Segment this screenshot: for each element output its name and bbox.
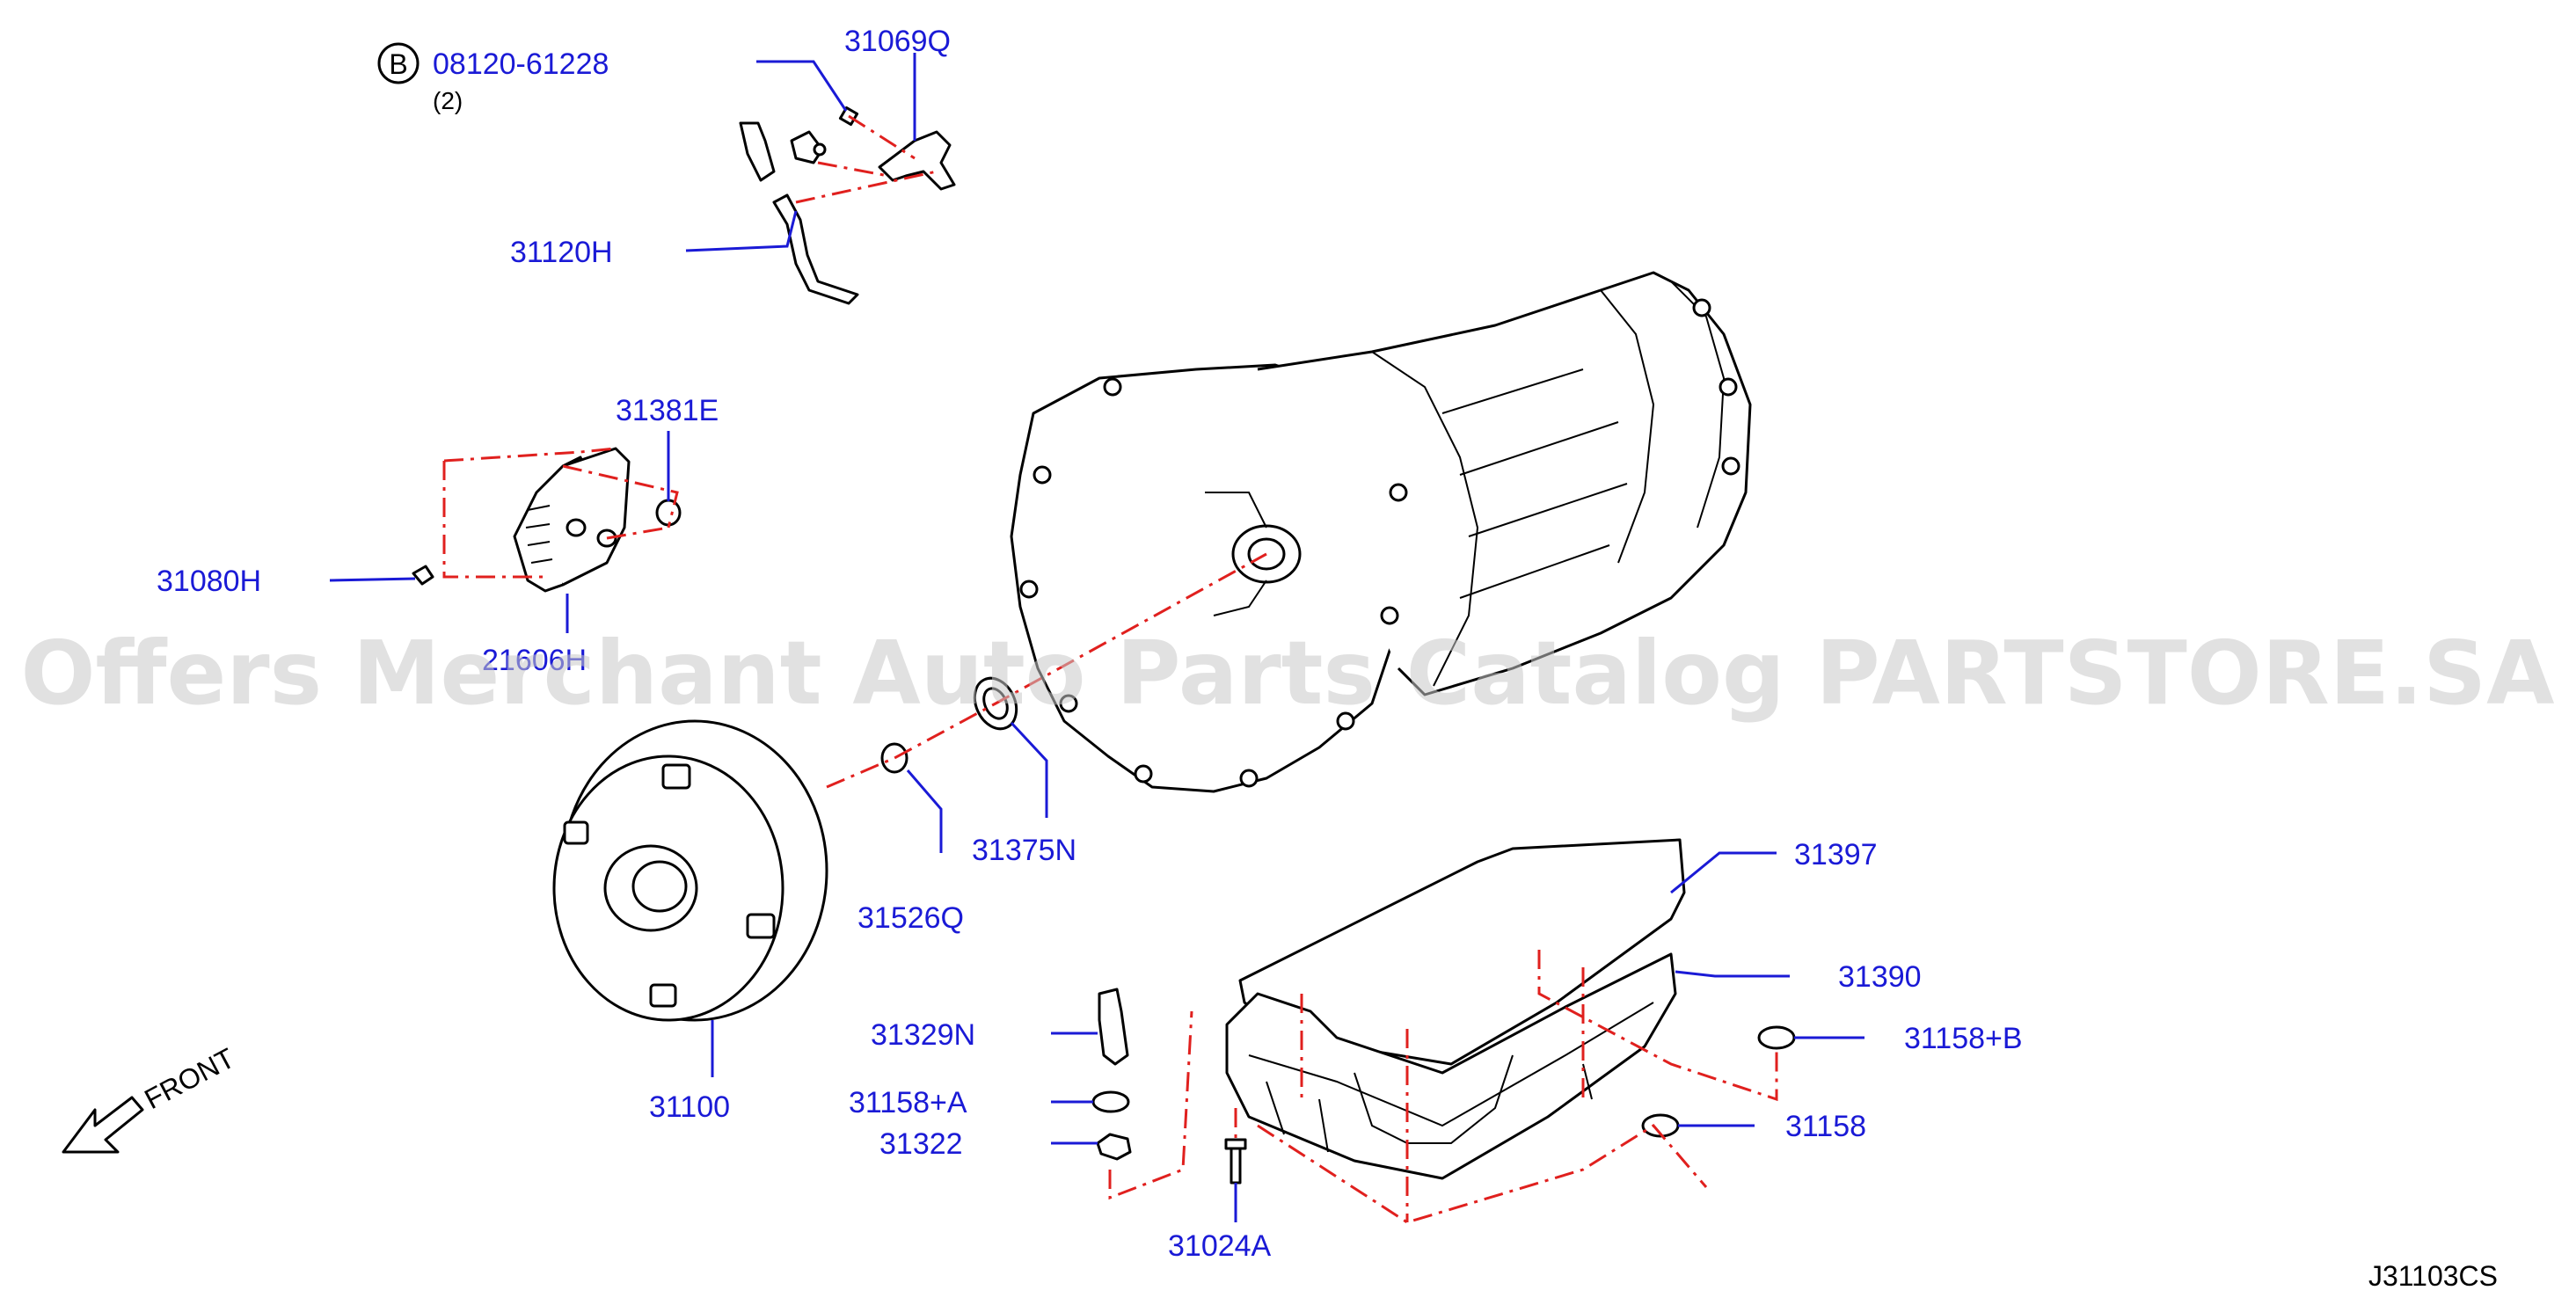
- label-31120h[interactable]: 31120H: [510, 236, 613, 269]
- bolt-31024a[interactable]: [1224, 1138, 1247, 1185]
- label-31080h[interactable]: 31080H: [157, 565, 261, 598]
- callout-symbol: B: [389, 48, 407, 80]
- callout-qty: (2): [433, 87, 463, 114]
- label-31158a[interactable]: 31158+A: [849, 1086, 967, 1119]
- front-arrow-icon: [62, 1096, 144, 1154]
- o-ring-31158b[interactable]: [1757, 1025, 1796, 1050]
- label-31069q[interactable]: 31069Q: [844, 25, 951, 58]
- label-31329n[interactable]: 31329N: [871, 1018, 975, 1052]
- front-indicator: FRONT: [62, 1042, 240, 1154]
- bolt-31080h[interactable]: [412, 565, 434, 586]
- washer-31322[interactable]: [1096, 1133, 1132, 1161]
- label-31322[interactable]: 31322: [879, 1127, 963, 1161]
- watermark-text: Offers Merchant Auto Parts Catalog PARTS…: [20, 622, 2554, 725]
- harness-31120h[interactable]: [739, 121, 859, 305]
- label-31100[interactable]: 31100: [649, 1090, 730, 1124]
- label-31526q[interactable]: 31526Q: [857, 901, 964, 935]
- o-ring-31526q[interactable]: [880, 742, 909, 774]
- label-31375n[interactable]: 31375N: [972, 834, 1076, 867]
- label-31158b[interactable]: 31158+B: [1904, 1022, 2023, 1055]
- oil-pan-31390[interactable]: [1225, 952, 1677, 1180]
- leader-lines: [329, 53, 1864, 1222]
- label-08120-61228[interactable]: 08120-61228: [433, 47, 609, 81]
- o-ring-31158a[interactable]: [1091, 1090, 1130, 1113]
- o-ring-31381e[interactable]: [655, 499, 682, 527]
- assembly-centerlines: [442, 114, 1778, 1224]
- bolt-callout: B 08120-61228 (2): [377, 42, 609, 114]
- label-21606h[interactable]: 21606H: [482, 644, 587, 677]
- torque-converter-31100[interactable]: [552, 719, 828, 1022]
- label-31158[interactable]: 31158: [1785, 1110, 1866, 1143]
- label-31381e[interactable]: 31381E: [616, 394, 719, 427]
- diagram-code: J31103CS: [2368, 1260, 2498, 1292]
- label-31390[interactable]: 31390: [1838, 960, 1922, 994]
- transmission-case[interactable]: [1010, 271, 1752, 793]
- drain-plug-31329n[interactable]: [1098, 988, 1129, 1066]
- bracket-31069q[interactable]: [878, 130, 956, 191]
- front-label: FRONT: [139, 1042, 239, 1116]
- label-31024a[interactable]: 31024A: [1168, 1229, 1272, 1263]
- callout-circle: [377, 42, 420, 84]
- oil-cooler-21606h[interactable]: [513, 447, 631, 593]
- label-31397[interactable]: 31397: [1794, 838, 1878, 871]
